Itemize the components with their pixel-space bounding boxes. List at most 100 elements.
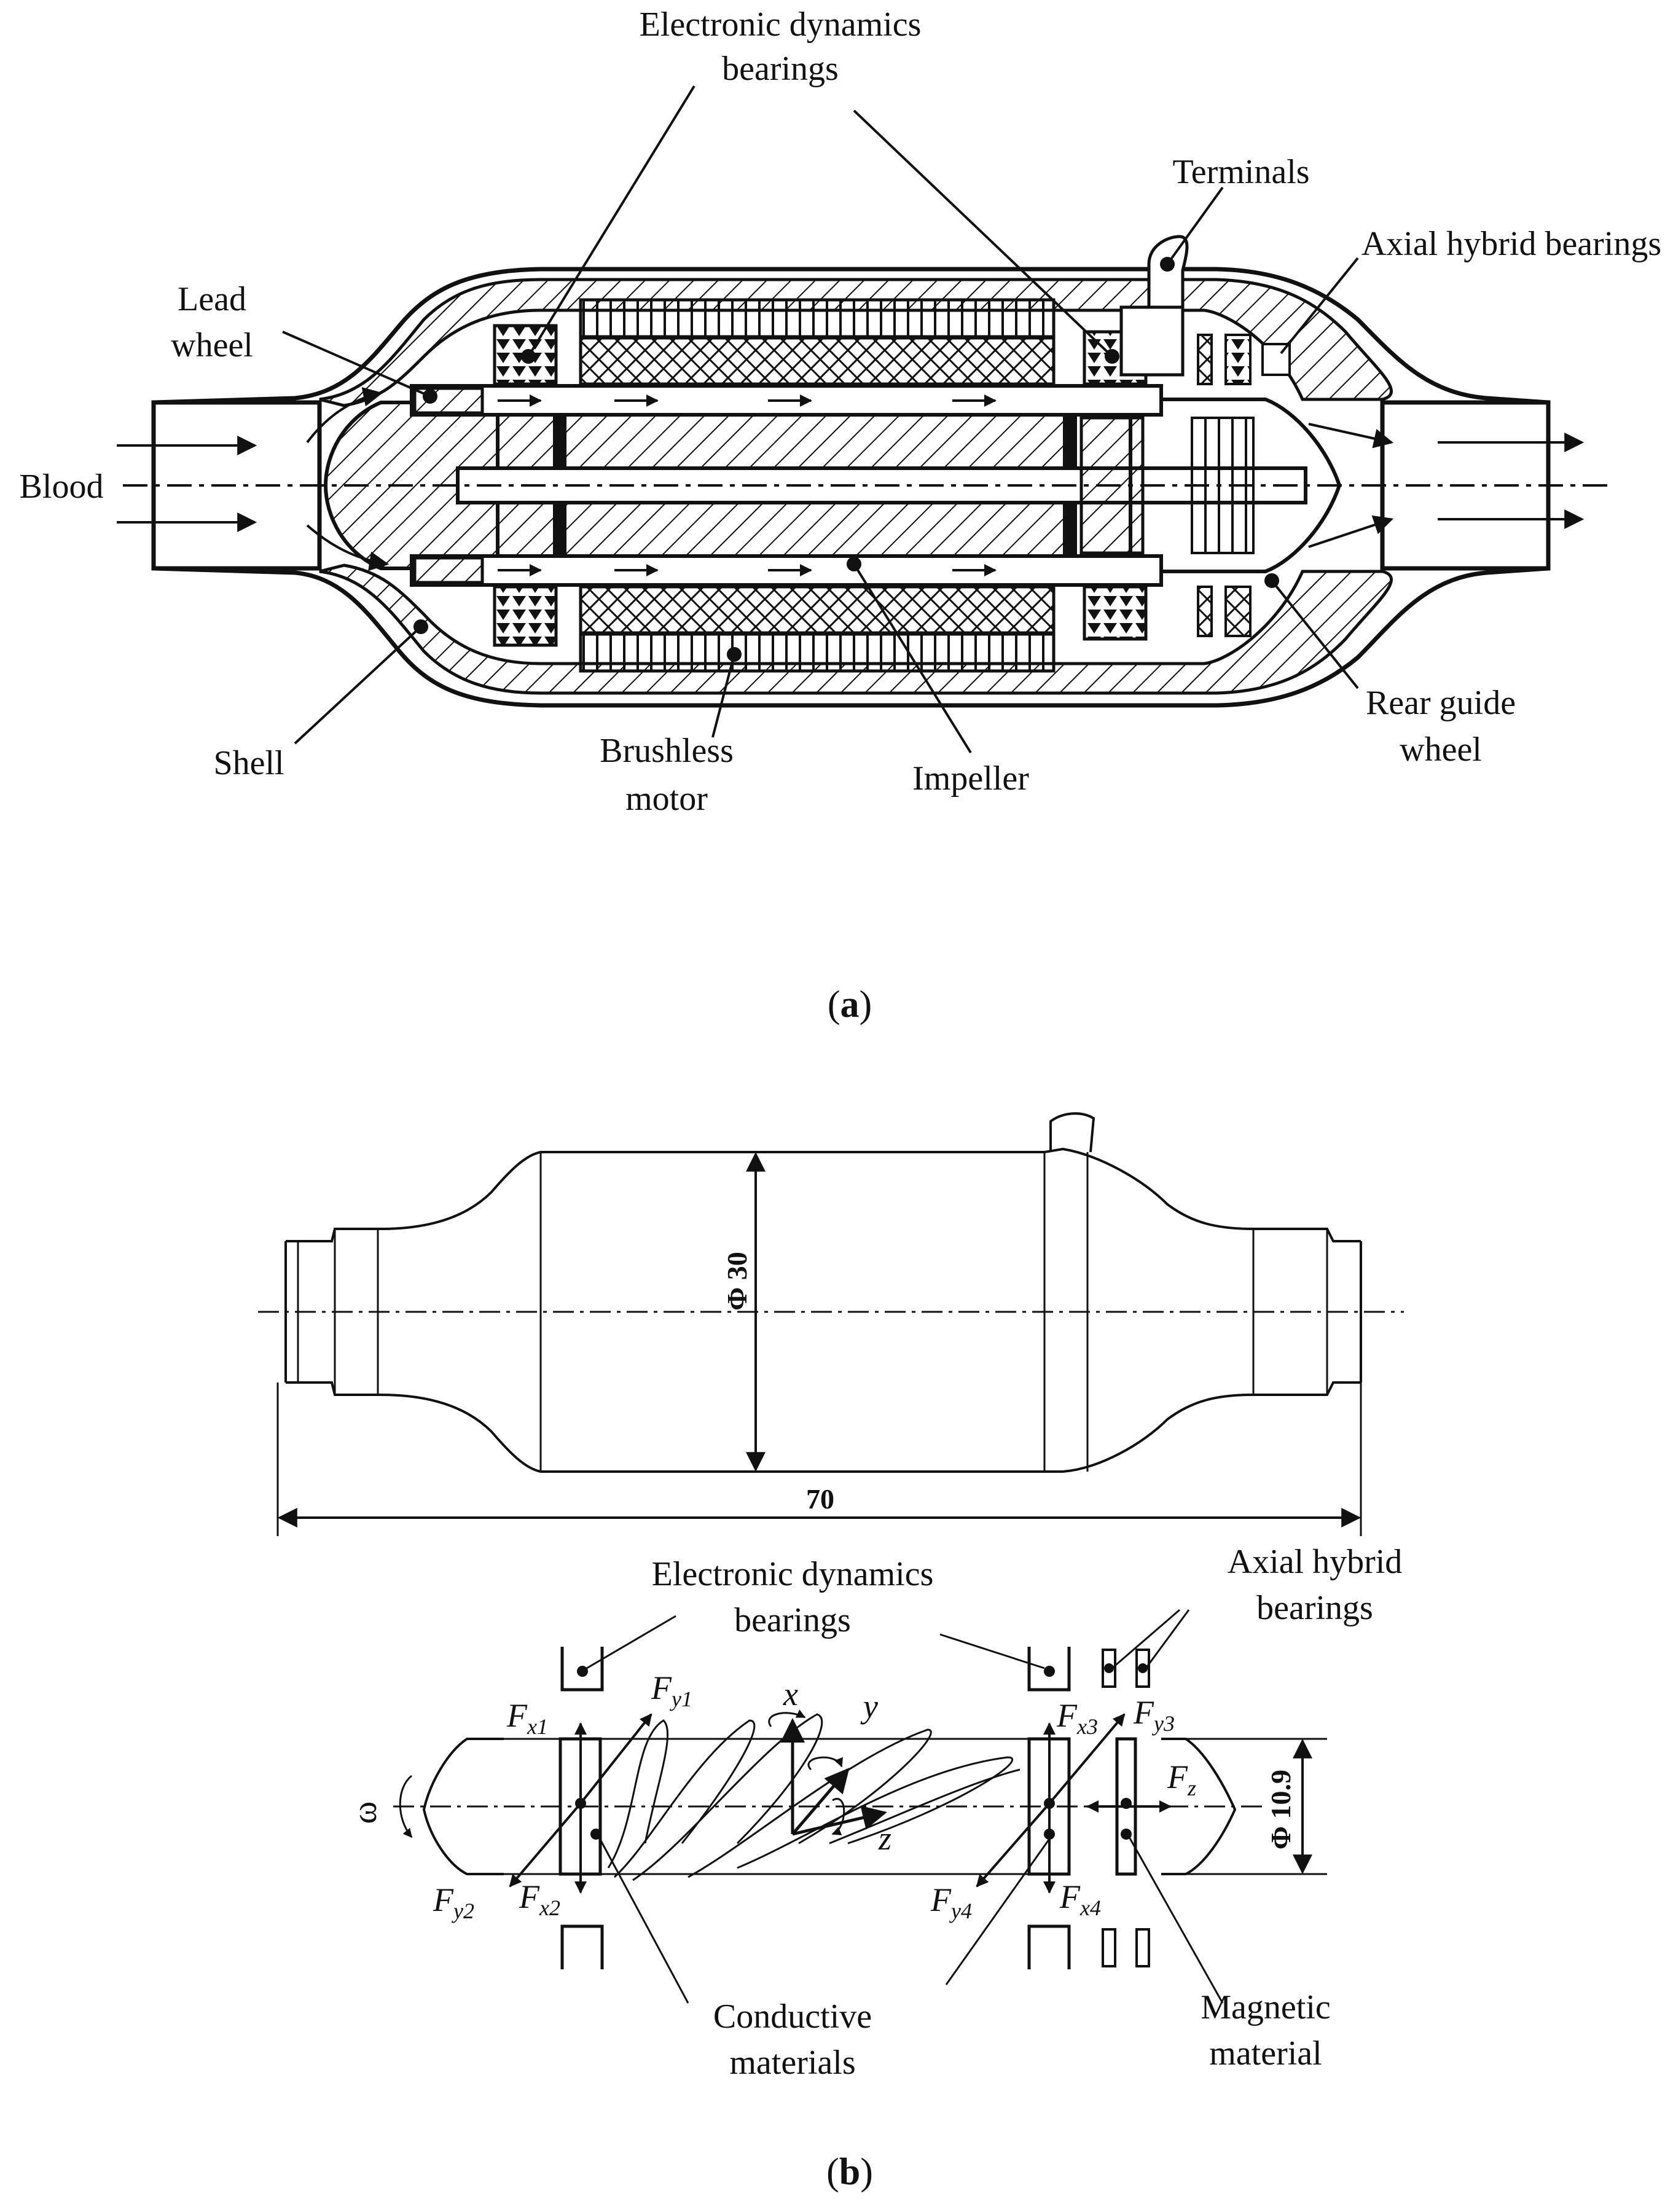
dim-length-text: 70 bbox=[806, 1483, 834, 1515]
force-fz-main: F bbox=[1167, 1759, 1188, 1795]
label-axial-hybrid-a: Axial hybrid bearings bbox=[1361, 225, 1661, 263]
force-fx2-sub: x2 bbox=[539, 1896, 560, 1920]
force-label-fx4: Fx4 bbox=[1059, 1878, 1101, 1920]
label-rear-guide-1: Rear guide bbox=[1366, 684, 1516, 722]
stator-core-upper bbox=[579, 298, 1056, 339]
force-fx4-main: F bbox=[1059, 1878, 1081, 1915]
caption-a: (a) bbox=[828, 984, 872, 1026]
omega-arrow bbox=[399, 1775, 413, 1838]
force-fx3-main: F bbox=[1056, 1697, 1078, 1734]
panel-b-leaders bbox=[586, 1609, 1224, 2004]
edb-stator-rear-bottom bbox=[1027, 1924, 1071, 1969]
force-fz-sub: z bbox=[1187, 1776, 1196, 1800]
force-fy4-main: F bbox=[930, 1881, 952, 1918]
label-shell: Shell bbox=[213, 744, 284, 782]
label-blood: Blood bbox=[20, 468, 104, 506]
force-fy2-sub: y2 bbox=[452, 1899, 474, 1923]
force-fx3-sub: x3 bbox=[1076, 1714, 1098, 1739]
force-fy1-main: F bbox=[651, 1669, 672, 1706]
lead-wheel-blade-bottom bbox=[413, 556, 484, 584]
force-label-fz: Fz bbox=[1167, 1759, 1196, 1800]
label-electronic-dynamics-b-1: Electronic dynamics bbox=[652, 1555, 934, 1593]
force-label-fx1: Fx1 bbox=[506, 1697, 548, 1739]
shell-outline-upper bbox=[153, 267, 1549, 405]
stator-core-lower bbox=[579, 632, 1056, 673]
label-axial-hybrid-b-2: bearings bbox=[1256, 1589, 1373, 1627]
force-label-fx3: Fx3 bbox=[1056, 1697, 1098, 1739]
label-omega: ω bbox=[346, 1802, 384, 1824]
terminal-plug bbox=[1147, 235, 1189, 321]
label-electronic-dynamics-a-1: Electronic dynamics bbox=[640, 6, 922, 44]
caption-b-letter: b bbox=[839, 2151, 860, 2193]
force-fx1-main: F bbox=[506, 1697, 528, 1734]
caption-b-open: ( bbox=[826, 2151, 839, 2193]
impeller-nose-rear bbox=[1161, 1738, 1237, 1875]
axial-bearing-bottom-2 bbox=[1135, 1928, 1150, 1967]
rotation-arrow-y bbox=[807, 1756, 843, 1771]
force-label-fy4: Fy4 bbox=[930, 1881, 972, 1923]
axial-bearing-bottom-1 bbox=[1102, 1928, 1116, 1967]
stator-coil-upper bbox=[579, 336, 1056, 386]
panel-a-cross-section: Electronic dynamics bearings Terminals A… bbox=[20, 6, 1662, 1026]
rotation-arrow-x bbox=[768, 1709, 806, 1727]
shell-outline-lower bbox=[153, 566, 1549, 708]
label-terminals: Terminals bbox=[1172, 153, 1309, 191]
dim-impeller-text: Φ 10.9 bbox=[1265, 1770, 1296, 1849]
label-axial-hybrid-b-1: Axial hybrid bbox=[1228, 1543, 1403, 1581]
label-electronic-dynamics-a-2: bearings bbox=[722, 50, 839, 88]
force-label-fx2: Fx2 bbox=[519, 1878, 560, 1920]
force-fy2-main: F bbox=[433, 1881, 454, 1918]
axial-bearing-lower-2 bbox=[1224, 586, 1252, 637]
force-fx4-sub: x4 bbox=[1079, 1896, 1101, 1920]
panel-a-leader-dots bbox=[413, 257, 1279, 662]
force-fy3-sub: y3 bbox=[1152, 1711, 1175, 1736]
channel-flow-arrows bbox=[498, 394, 997, 576]
label-magnetic-1: Magnetic bbox=[1201, 1988, 1330, 2026]
dim-diameter-text: Φ 30 bbox=[721, 1252, 753, 1311]
label-axis-x: x bbox=[783, 1676, 798, 1712]
label-conductive-2: materials bbox=[729, 2044, 855, 2082]
force-fy4-sub: y4 bbox=[949, 1899, 972, 1923]
label-conductive-1: Conductive bbox=[713, 1998, 872, 2036]
rotation-arrow-z bbox=[831, 1798, 845, 1835]
label-lead-wheel-1: Lead bbox=[178, 280, 246, 318]
exterior-outline-bottom bbox=[286, 1381, 1361, 1473]
force-arrows bbox=[509, 1713, 1172, 1894]
exterior-terminal-tab bbox=[1049, 1112, 1095, 1153]
force-label-fy2: Fy2 bbox=[433, 1881, 474, 1923]
caption-a-letter: a bbox=[840, 984, 860, 1026]
caption-a-close: ) bbox=[860, 984, 872, 1026]
edb-stator-rear-top bbox=[1027, 1647, 1071, 1692]
label-brushless-1: Brushless bbox=[600, 732, 734, 770]
coordinate-axes bbox=[780, 1718, 887, 1836]
rear-bearing-lower bbox=[1083, 585, 1148, 641]
exterior-outline-top bbox=[286, 1147, 1361, 1242]
stator-coil-lower bbox=[579, 585, 1056, 635]
front-bearing-lower bbox=[493, 585, 558, 647]
label-lead-wheel-2: wheel bbox=[171, 326, 253, 364]
axial-bearing-upper-1 bbox=[1197, 334, 1213, 385]
caption-b: (b) bbox=[826, 2151, 873, 2193]
force-fy3-main: F bbox=[1133, 1694, 1154, 1731]
label-electronic-dynamics-b-2: bearings bbox=[734, 1601, 851, 1639]
force-fy1-sub: y1 bbox=[670, 1687, 692, 1711]
caption-b-close: ) bbox=[860, 2151, 873, 2193]
edb-stator-front-top bbox=[560, 1647, 604, 1692]
label-impeller: Impeller bbox=[912, 759, 1029, 798]
panel-b-force-schematic: Φ 10.9 Electronic dynamics bearings Axia… bbox=[346, 1543, 1402, 2193]
impeller-nose-front bbox=[422, 1738, 504, 1875]
label-axis-y: y bbox=[860, 1688, 878, 1725]
force-label-fy3: Fy3 bbox=[1133, 1694, 1175, 1736]
label-brushless-2: motor bbox=[625, 780, 708, 818]
axial-bearing-upper-2 bbox=[1224, 334, 1252, 385]
terminal-connector bbox=[1119, 305, 1185, 377]
edb-stator-front-bottom bbox=[560, 1924, 604, 1969]
label-rear-guide-2: wheel bbox=[1400, 731, 1482, 769]
axial-bearing-lower-1 bbox=[1197, 586, 1213, 637]
panel-a-leaders bbox=[282, 85, 1359, 754]
force-fx1-sub: x1 bbox=[527, 1714, 548, 1739]
panel-b-exterior: Φ 30 70 bbox=[258, 1112, 1404, 1536]
label-axis-z: z bbox=[878, 1820, 891, 1857]
label-magnetic-2: material bbox=[1209, 2034, 1322, 2073]
